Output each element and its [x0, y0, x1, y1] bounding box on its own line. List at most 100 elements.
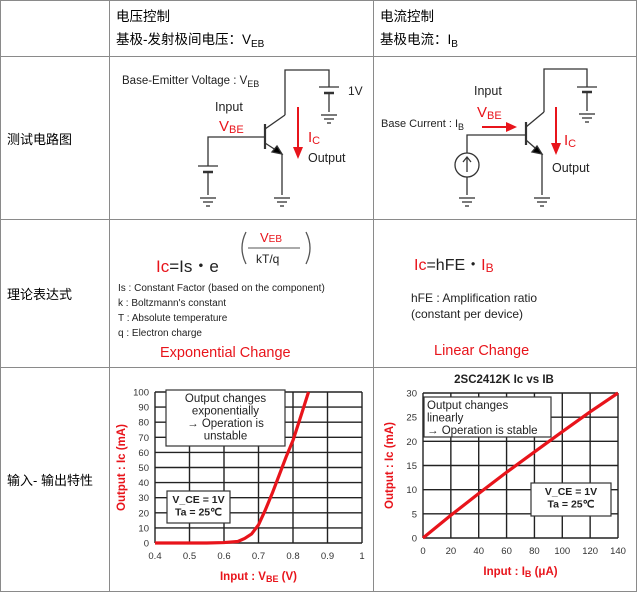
annotation-text: Ta = 25℃	[175, 507, 222, 519]
hfe-note-2: (constant per device)	[411, 307, 523, 321]
y-axis-label: Output : Ic (mA)	[116, 424, 128, 511]
x-tick-label: 100	[554, 546, 570, 557]
formula-left: Ic=Is・e VEB kT/q Is : Constant Factor (b…	[118, 230, 325, 361]
header-sub-subscript: EB	[251, 39, 265, 50]
y-tick-label: 0	[144, 539, 149, 550]
ground-icon	[321, 114, 337, 124]
emitter-arrow-icon	[270, 144, 284, 155]
ground-icon	[534, 197, 550, 207]
y-tick-label: 20	[406, 437, 417, 448]
annotation-text: Output changes	[185, 393, 266, 405]
x-tick-label: 0.5	[183, 551, 196, 562]
x-tick-label: 140	[610, 546, 626, 557]
y-tick-label: 40	[138, 478, 149, 489]
annotation-text: → Operation is	[187, 418, 264, 430]
formula-voltage-control: Ic=Is・e VEB kT/q Is : Constant Factor (b…	[109, 219, 374, 368]
corner-cell	[0, 0, 110, 57]
formula-right: Ic=hFE・IB hFE : Amplification ratio (con…	[411, 257, 537, 359]
circuit-diagram-left: Base-Emitter Voltage : VEB 1V Input VBE …	[122, 69, 363, 207]
y-tick-label: 90	[138, 403, 149, 414]
annotation-text: V_CE = 1V	[545, 486, 597, 498]
header-sub-text: 基极电流：I	[380, 32, 452, 47]
row-label-formula: 理论表达式	[0, 219, 110, 368]
ground-icon	[274, 197, 290, 207]
ic-arrow-icon	[293, 147, 303, 159]
y-tick-label: 15	[406, 461, 417, 472]
annotation-text: linearly	[427, 413, 464, 425]
ic-label: IC	[308, 129, 320, 147]
constant-note: Is : Constant Factor (based on the compo…	[118, 283, 325, 294]
circuit-voltage-control: Base-Emitter Voltage : VEB 1V Input VBE …	[109, 56, 374, 220]
annotation-box	[423, 396, 552, 438]
y-tick-label: 100	[133, 388, 149, 399]
x-axis-label-sub: B	[525, 569, 532, 579]
output-label: Output	[308, 151, 346, 165]
ib-arrow-icon	[506, 122, 517, 132]
ic-label: IC	[564, 132, 576, 150]
annotation-text: Ta = 25℃	[548, 499, 595, 511]
formula-main: Ic=Is・e	[156, 257, 219, 276]
y-tick-label: 25	[406, 413, 417, 424]
circuit-current-control: Input VBE Base Current : IB IC Output	[373, 56, 637, 220]
x-axis-label-unit: (μA)	[531, 566, 557, 578]
y-tick-label: 80	[138, 418, 149, 429]
x-axis-label-text: Input : V	[220, 571, 266, 583]
y-tick-label: 30	[138, 493, 149, 504]
annotation-text: → Operation is stable	[427, 425, 538, 437]
output-label: Output	[552, 161, 590, 175]
constant-note: T : Absolute temperature	[118, 313, 228, 324]
input-label: Input	[215, 100, 243, 114]
chart-title: 2SC2412K Ic vs IB	[454, 374, 554, 386]
y-tick-label: 10	[138, 523, 149, 534]
x-axis-label-unit: (V)	[278, 571, 297, 583]
x-axis-label-text: Input : I	[483, 566, 525, 578]
input-label: Input	[474, 84, 502, 98]
series-line	[155, 391, 311, 545]
x-tick-label: 0.4	[148, 551, 161, 562]
x-tick-label: 0.8	[286, 551, 299, 562]
formula-numerator: VEB	[260, 230, 282, 245]
linear-change-label: Linear Change	[434, 343, 529, 359]
circuit-diagram-right: Input VBE Base Current : IB IC Output	[381, 68, 597, 207]
y-tick-label: 70	[138, 433, 149, 444]
ground-icon	[579, 113, 595, 123]
annotation-box	[530, 482, 612, 517]
y-tick-label: 0	[412, 534, 417, 545]
y-tick-label: 30	[406, 389, 417, 400]
row-label-circuit: 测试电路图	[0, 56, 110, 220]
current-source-icon	[454, 152, 480, 178]
x-tick-label: 1	[359, 551, 364, 562]
header-subtitle: 基极-发射极间电压：VEB	[116, 28, 373, 56]
annotation-text: Output changes	[427, 400, 508, 412]
x-tick-label: 0.9	[321, 551, 334, 562]
header-title: 电压控制	[116, 9, 170, 24]
formula-current-control: Ic=hFE・IB hFE : Amplification ratio (con…	[373, 219, 637, 368]
header-subtitle: 基极电流：IB	[380, 28, 636, 56]
y-tick-label: 20	[138, 508, 149, 519]
header-sub-subscript: B	[451, 39, 458, 50]
hfe-note: hFE : Amplification ratio	[411, 291, 537, 305]
annotation-text: exponentially	[192, 406, 259, 418]
formula-main: Ic=hFE・IB	[414, 257, 494, 275]
y-tick-label: 50	[138, 463, 149, 474]
constant-note: q : Electron charge	[118, 328, 202, 339]
header-sub-text: 基极-发射极间电压：V	[116, 32, 251, 47]
ic-arrow-icon	[551, 143, 561, 155]
x-tick-label: 80	[529, 546, 540, 557]
formula-denominator: kT/q	[256, 252, 279, 266]
row-label-characteristic: 输入- 输出特性	[0, 367, 110, 592]
series-line	[421, 391, 619, 540]
y-axis-label: Output : Ic (mA)	[384, 422, 396, 509]
annotation-text: V_CE = 1V	[172, 494, 224, 506]
x-tick-label: 0.7	[252, 551, 265, 562]
x-axis-label-sub: BE	[266, 574, 279, 584]
exponential-change-label: Exponential Change	[160, 345, 291, 361]
x-tick-label: 120	[582, 546, 598, 557]
battery-label: 1V	[348, 84, 363, 98]
x-tick-label: 0.6	[217, 551, 230, 562]
